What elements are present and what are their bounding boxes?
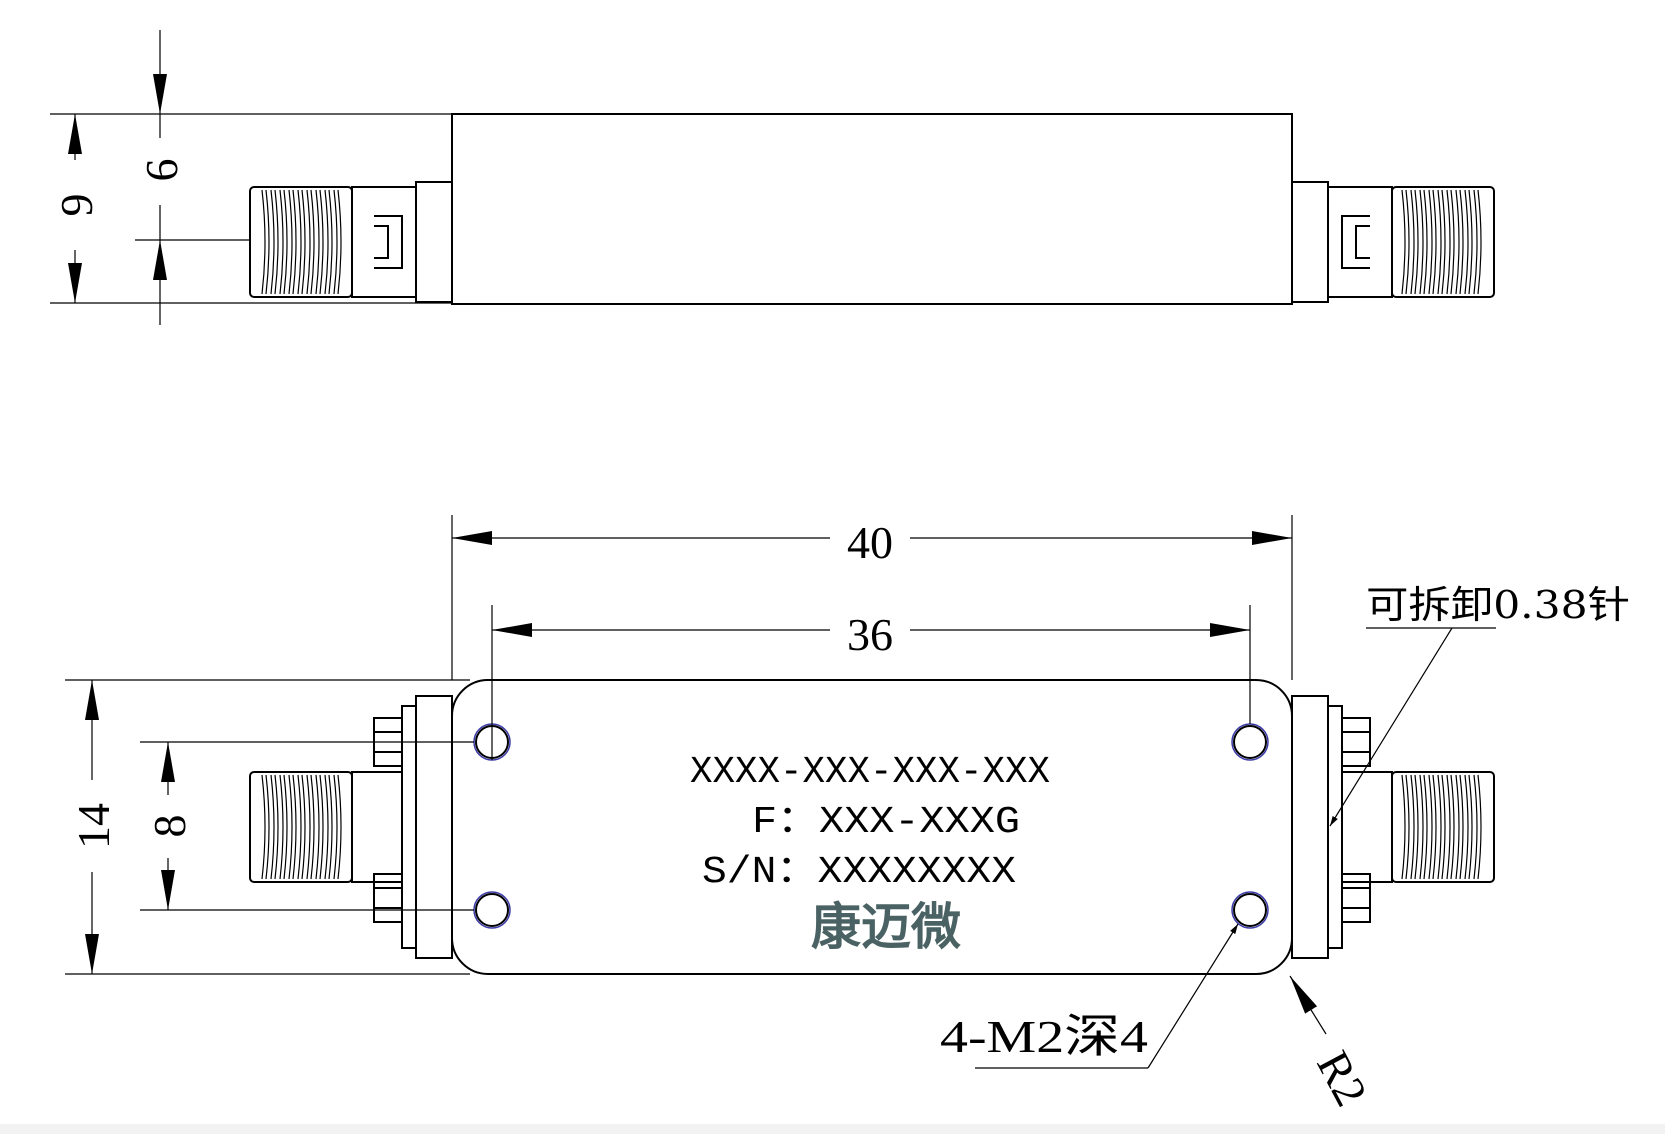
holes-note: 4-M2深4: [940, 923, 1239, 1069]
dimension-6-label: 6: [136, 159, 187, 182]
right-connector-side: [1291, 181, 1495, 303]
dimension-36: 36: [492, 609, 1250, 660]
product-label: XXXX-XXX-XXX-XXX F：XXX-XXXG S/N：XXXXXXXX…: [690, 751, 1050, 956]
dimension-8-label: 8: [144, 815, 195, 838]
mounting-hole: [1231, 723, 1269, 761]
frequency-range: F：XXX-XXXG: [752, 801, 1020, 844]
right-connector-top: [1291, 695, 1495, 959]
dimension-14-label: 14: [68, 803, 119, 849]
brand-logo: 康迈微: [811, 898, 961, 956]
left-connector-side: [249, 181, 453, 303]
dimension-9: 9: [51, 114, 102, 303]
bottom-strip: [0, 1124, 1665, 1134]
mounting-hole: [473, 891, 511, 929]
holes-note-text: 4-M2深4: [940, 1011, 1148, 1062]
top-view: XXXX-XXX-XXX-XXX F：XXX-XXXG S/N：XXXXXXXX…: [65, 515, 1630, 1114]
dimension-40-label: 40: [847, 517, 893, 568]
left-connector-top: [249, 695, 453, 959]
dimension-36-label: 36: [847, 609, 893, 660]
pin-note: 可拆卸0.38针: [1329, 583, 1630, 827]
dimension-40: 40: [452, 517, 1292, 568]
dimension-9-label: 9: [51, 194, 102, 217]
dimension-8: 8: [144, 742, 195, 910]
mounting-hole: [1231, 891, 1269, 929]
serial-number: S/N：XXXXXXXX: [702, 851, 1016, 894]
side-body: [451, 113, 1293, 305]
dimension-6: 6: [136, 30, 187, 325]
model-number: XXXX-XXX-XXX-XXX: [690, 751, 1050, 794]
pin-note-text: 可拆卸0.38针: [1366, 583, 1630, 627]
radius-note: R2: [1289, 975, 1377, 1114]
radius-note-text: R2: [1307, 1043, 1377, 1114]
side-view: 9 6: [50, 30, 1495, 325]
dimension-14: 14: [68, 680, 119, 974]
